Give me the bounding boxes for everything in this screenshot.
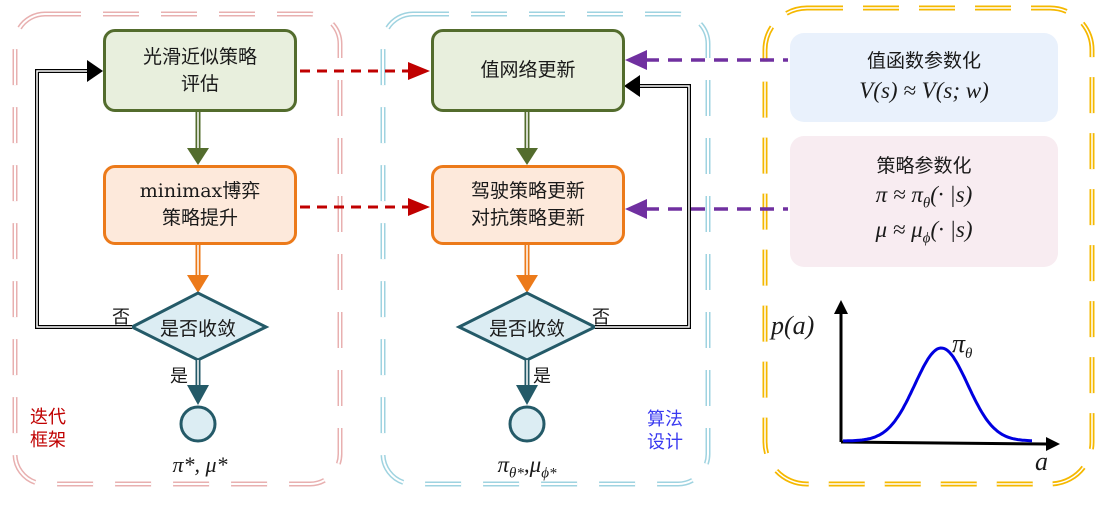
box-text: 值网络更新 bbox=[480, 59, 576, 82]
curve-label-sub: θ bbox=[965, 346, 973, 363]
middle-arrow-box2-to-decision bbox=[516, 245, 538, 293]
right-frame-border bbox=[762, 5, 1095, 487]
middle-arrow-decision-to-end bbox=[516, 360, 538, 405]
left-arrow-box2-to-decision bbox=[187, 245, 209, 293]
left-result-label: π*, μ* bbox=[172, 452, 228, 477]
middle-end-node bbox=[508, 405, 546, 443]
left-end-node bbox=[179, 405, 217, 443]
left-frame-title: 迭代 框架 bbox=[30, 406, 66, 453]
left-yes-label: 是 bbox=[170, 366, 188, 387]
box-text-line1: minimax博弈 bbox=[139, 180, 261, 203]
left-decision-label: 是否收敛 bbox=[159, 318, 236, 340]
red-dashed-arrow-improve-to-policy bbox=[300, 198, 430, 216]
formula-rhs: (· |s) bbox=[930, 182, 973, 208]
middle-decision-label: 是否收敛 bbox=[488, 318, 565, 340]
left-no-label: 否 bbox=[112, 307, 130, 328]
driving-adversarial-policy-update-box: 驾驶策略更新 对抗策略更新 bbox=[431, 165, 625, 245]
formula-sub: ϕ bbox=[922, 230, 931, 247]
curve-label-main: π bbox=[952, 329, 966, 358]
result-mu: μ bbox=[529, 452, 542, 477]
middle-frame-title: 算法 设计 bbox=[647, 408, 683, 455]
plot-y-axis-arrowhead bbox=[834, 300, 848, 314]
plot-x-axis-label: a bbox=[1035, 447, 1048, 476]
left-frame-title-line2: 框架 bbox=[30, 430, 66, 452]
plot-y-axis-label: p(a) bbox=[771, 311, 815, 340]
purple-dashed-arrow-policy-param bbox=[625, 199, 788, 219]
panel-title: 策略参数化 bbox=[876, 154, 972, 177]
middle-no-label: 否 bbox=[592, 307, 610, 328]
left-decision-diamond bbox=[128, 291, 270, 362]
box-text-line1: 驾驶策略更新 bbox=[470, 180, 585, 203]
result-pi-sub: θ* bbox=[509, 465, 524, 482]
plot-curve-pi-theta bbox=[843, 346, 1032, 443]
left-frame-border bbox=[12, 11, 343, 487]
formula-lhs: μ ≈ μ bbox=[875, 217, 923, 243]
red-dashed-arrow-eval-to-value bbox=[300, 62, 430, 80]
formula-rhs: (· |s) bbox=[930, 217, 973, 243]
box-text-line2: 策略提升 bbox=[161, 207, 238, 229]
formula-lhs: π ≈ π bbox=[875, 182, 923, 208]
middle-loop-back-arrow bbox=[595, 75, 691, 329]
middle-frame-border bbox=[380, 11, 711, 487]
smooth-policy-evaluation-box: 光滑近似策略 评估 bbox=[103, 29, 297, 112]
policy-formula-mu: μ ≈ μϕ(· |s) bbox=[875, 214, 972, 249]
value-function-parameterization-panel: 值函数参数化 V(s) ≈ V(s; w) bbox=[790, 33, 1058, 122]
minimax-policy-improvement-box: minimax博弈 策略提升 bbox=[103, 165, 297, 245]
box-text-line1: 光滑近似策略 bbox=[142, 45, 257, 68]
plot-x-axis bbox=[840, 440, 1049, 446]
left-arrow-decision-to-end bbox=[187, 360, 209, 405]
box-text-line2: 评估 bbox=[180, 72, 219, 95]
middle-frame-title-line2: 设计 bbox=[647, 432, 683, 454]
policy-distribution-plot bbox=[834, 300, 1060, 451]
value-network-update-box: 值网络更新 bbox=[431, 29, 625, 112]
plot-curve-label: πθ bbox=[952, 328, 972, 364]
policy-parameterization-panel: 策略参数化 π ≈ πθ(· |s) μ ≈ μϕ(· |s) bbox=[790, 136, 1058, 267]
result-pi: π bbox=[497, 452, 510, 477]
formula-sub: θ bbox=[922, 196, 931, 213]
middle-arrow-box1-to-box2 bbox=[516, 112, 538, 165]
purple-dashed-arrow-value-param bbox=[625, 50, 788, 70]
policy-formula-pi: π ≈ πθ(· |s) bbox=[876, 179, 973, 214]
value-formula: V(s) ≈ V(s; w) bbox=[859, 77, 989, 103]
middle-result-label: πθ*,μϕ* bbox=[462, 451, 592, 483]
panel-title: 值函数参数化 bbox=[866, 50, 981, 73]
result-sep: , bbox=[523, 452, 530, 477]
middle-yes-label: 是 bbox=[533, 366, 551, 387]
plot-x-axis-arrowhead bbox=[1046, 437, 1060, 451]
result-mu-sub: ϕ* bbox=[541, 465, 557, 482]
left-frame-title-line1: 迭代 bbox=[30, 407, 66, 428]
middle-frame-title-line1: 算法 bbox=[647, 409, 683, 430]
left-loop-back-arrow bbox=[35, 60, 132, 329]
box-text-line2: 对抗策略更新 bbox=[470, 207, 585, 229]
left-arrow-box1-to-box2 bbox=[187, 112, 209, 165]
